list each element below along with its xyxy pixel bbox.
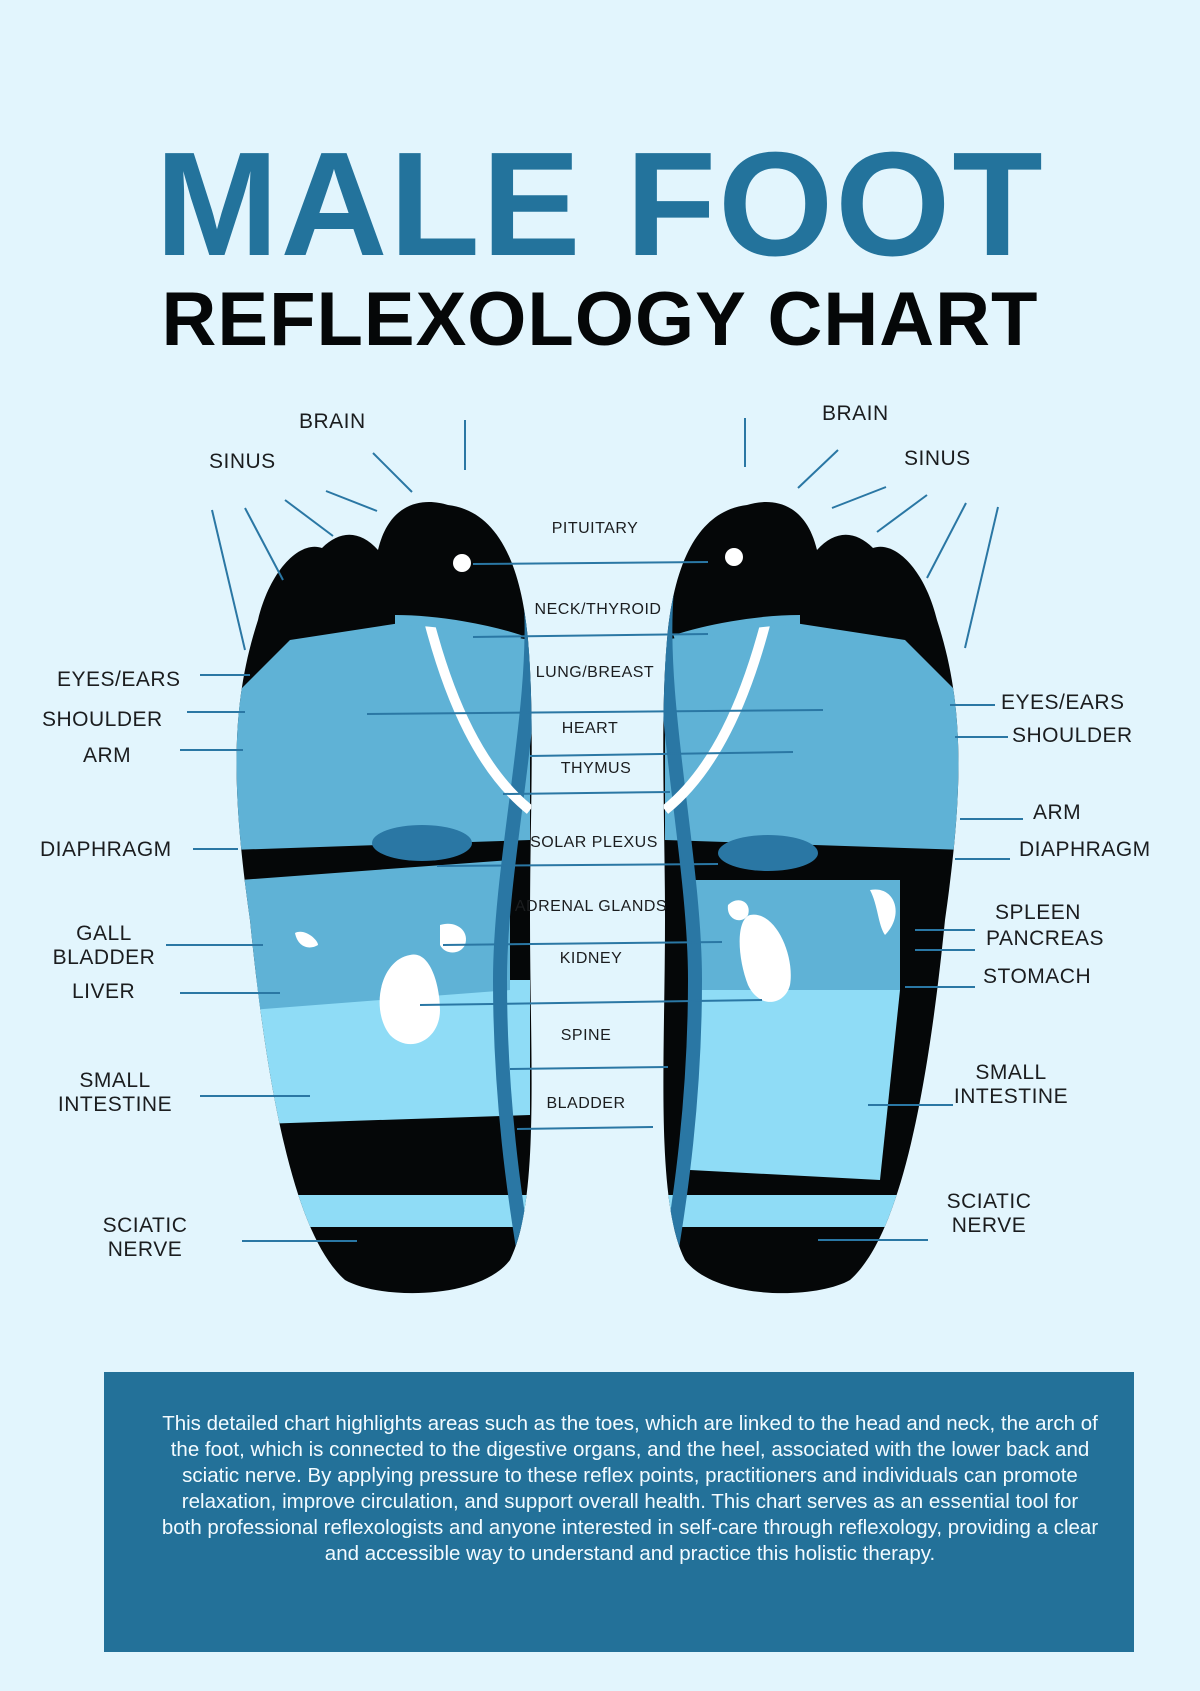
- ray: [284, 499, 334, 537]
- right-zone-chest: [665, 620, 959, 850]
- right-toe-highlight: [725, 548, 743, 566]
- label-left-small-intestine: SMALL INTESTINE: [57, 1069, 173, 1116]
- label-thymus: THYMUS: [560, 760, 632, 777]
- leader-line: [516, 1126, 654, 1130]
- right-zone-lower: [690, 880, 900, 990]
- description-text: This detailed chart highlights areas suc…: [161, 1412, 1099, 1565]
- label-pituitary: PITUITARY: [551, 520, 639, 537]
- label-right-pancreas: PANCREAS: [986, 927, 1104, 950]
- description-box: [104, 1372, 1134, 1652]
- label-spine: SPINE: [560, 1027, 612, 1044]
- label-bladder: BLADDER: [546, 1095, 626, 1112]
- left-toe-highlight: [453, 554, 471, 572]
- leader-line: [366, 709, 824, 715]
- ray: [244, 507, 284, 581]
- ray: [831, 486, 887, 509]
- label-left-liver: LIVER: [72, 980, 136, 1003]
- label-neck-thyroid: NECK/THYROID: [534, 601, 662, 618]
- label-left-eyes-ears: EYES/EARS: [57, 668, 181, 691]
- ray: [211, 509, 246, 651]
- left-foot: [236, 502, 532, 1294]
- label-right-brain: BRAIN: [822, 402, 889, 425]
- label-right-arm: ARM: [1033, 801, 1082, 824]
- ray: [964, 506, 999, 649]
- label-lung-breast: LUNG/BREAST: [535, 664, 655, 681]
- label-heart: HEART: [561, 720, 619, 737]
- label-right-small-intestine: SMALL INTESTINE: [953, 1061, 1069, 1108]
- right-spleen-shape: [870, 889, 896, 935]
- label-right-shoulder: SHOULDER: [1012, 724, 1133, 747]
- left-zone-lower: [240, 860, 510, 1010]
- label-left-brain: BRAIN: [299, 410, 366, 433]
- label-left-sinus: SINUS: [209, 450, 276, 473]
- ray: [876, 494, 928, 533]
- ray: [372, 452, 413, 493]
- leader-line: [472, 561, 709, 565]
- label-solar-plexus: SOLAR PLEXUS: [530, 834, 658, 851]
- leader-line: [419, 999, 763, 1006]
- ray: [797, 449, 839, 489]
- right-foot: [663, 502, 959, 1294]
- label-right-eyes-ears: EYES/EARS: [1001, 691, 1125, 714]
- page-title: MALE FOOT: [155, 122, 1045, 287]
- ray: [926, 502, 967, 579]
- leader-line: [529, 751, 794, 757]
- leader-line: [502, 791, 671, 795]
- left-kidney-shape: [379, 954, 440, 1045]
- label-left-shoulder: SHOULDER: [42, 708, 163, 731]
- right-solar-plexus-spot: [718, 835, 818, 871]
- leader-lines: [166, 561, 1023, 1242]
- label-right-sinus: SINUS: [904, 447, 971, 470]
- label-left-arm: ARM: [83, 744, 132, 767]
- label-left-diaphragm: DIAPHRAGM: [40, 838, 172, 861]
- label-adrenal-glands: ADRENAL GLANDS: [514, 898, 668, 915]
- left-arch-stripe: [492, 589, 532, 1262]
- label-kidney: KIDNEY: [559, 950, 623, 967]
- leader-line: [472, 633, 709, 638]
- label-left-gall-bladder: GALL BLADDER: [52, 922, 156, 969]
- leader-line: [436, 863, 719, 867]
- right-toe-band: [663, 623, 770, 814]
- label-right-diaphragm: DIAPHRAGM: [1019, 838, 1151, 861]
- right-arch-stripe: [663, 589, 703, 1262]
- radiating-lines: [211, 418, 999, 651]
- leader-line: [442, 941, 723, 946]
- left-zone-chest: [236, 620, 530, 850]
- leader-line: [509, 1066, 669, 1070]
- left-zone-heel-band: [236, 1195, 532, 1227]
- label-left-sciatic-nerve: SCIATIC NERVE: [102, 1214, 188, 1261]
- left-zone-abdomen: [236, 980, 530, 1125]
- right-adrenal-shape: [727, 900, 749, 921]
- right-zone-heel-band: [663, 1195, 959, 1227]
- label-right-sciatic-nerve: SCIATIC NERVE: [946, 1190, 1032, 1237]
- right-zone-abdomen: [690, 990, 900, 1180]
- right-kidney-shape: [739, 914, 791, 1002]
- left-solar-plexus-spot: [372, 825, 472, 861]
- left-gallbladder-shape: [295, 931, 318, 948]
- label-right-stomach: STOMACH: [983, 965, 1092, 988]
- right-big-toe-band: [673, 615, 801, 645]
- ray: [325, 490, 378, 512]
- label-right-spleen: SPLEEN: [995, 901, 1081, 924]
- page-subtitle: REFLEXOLOGY CHART: [161, 277, 1039, 362]
